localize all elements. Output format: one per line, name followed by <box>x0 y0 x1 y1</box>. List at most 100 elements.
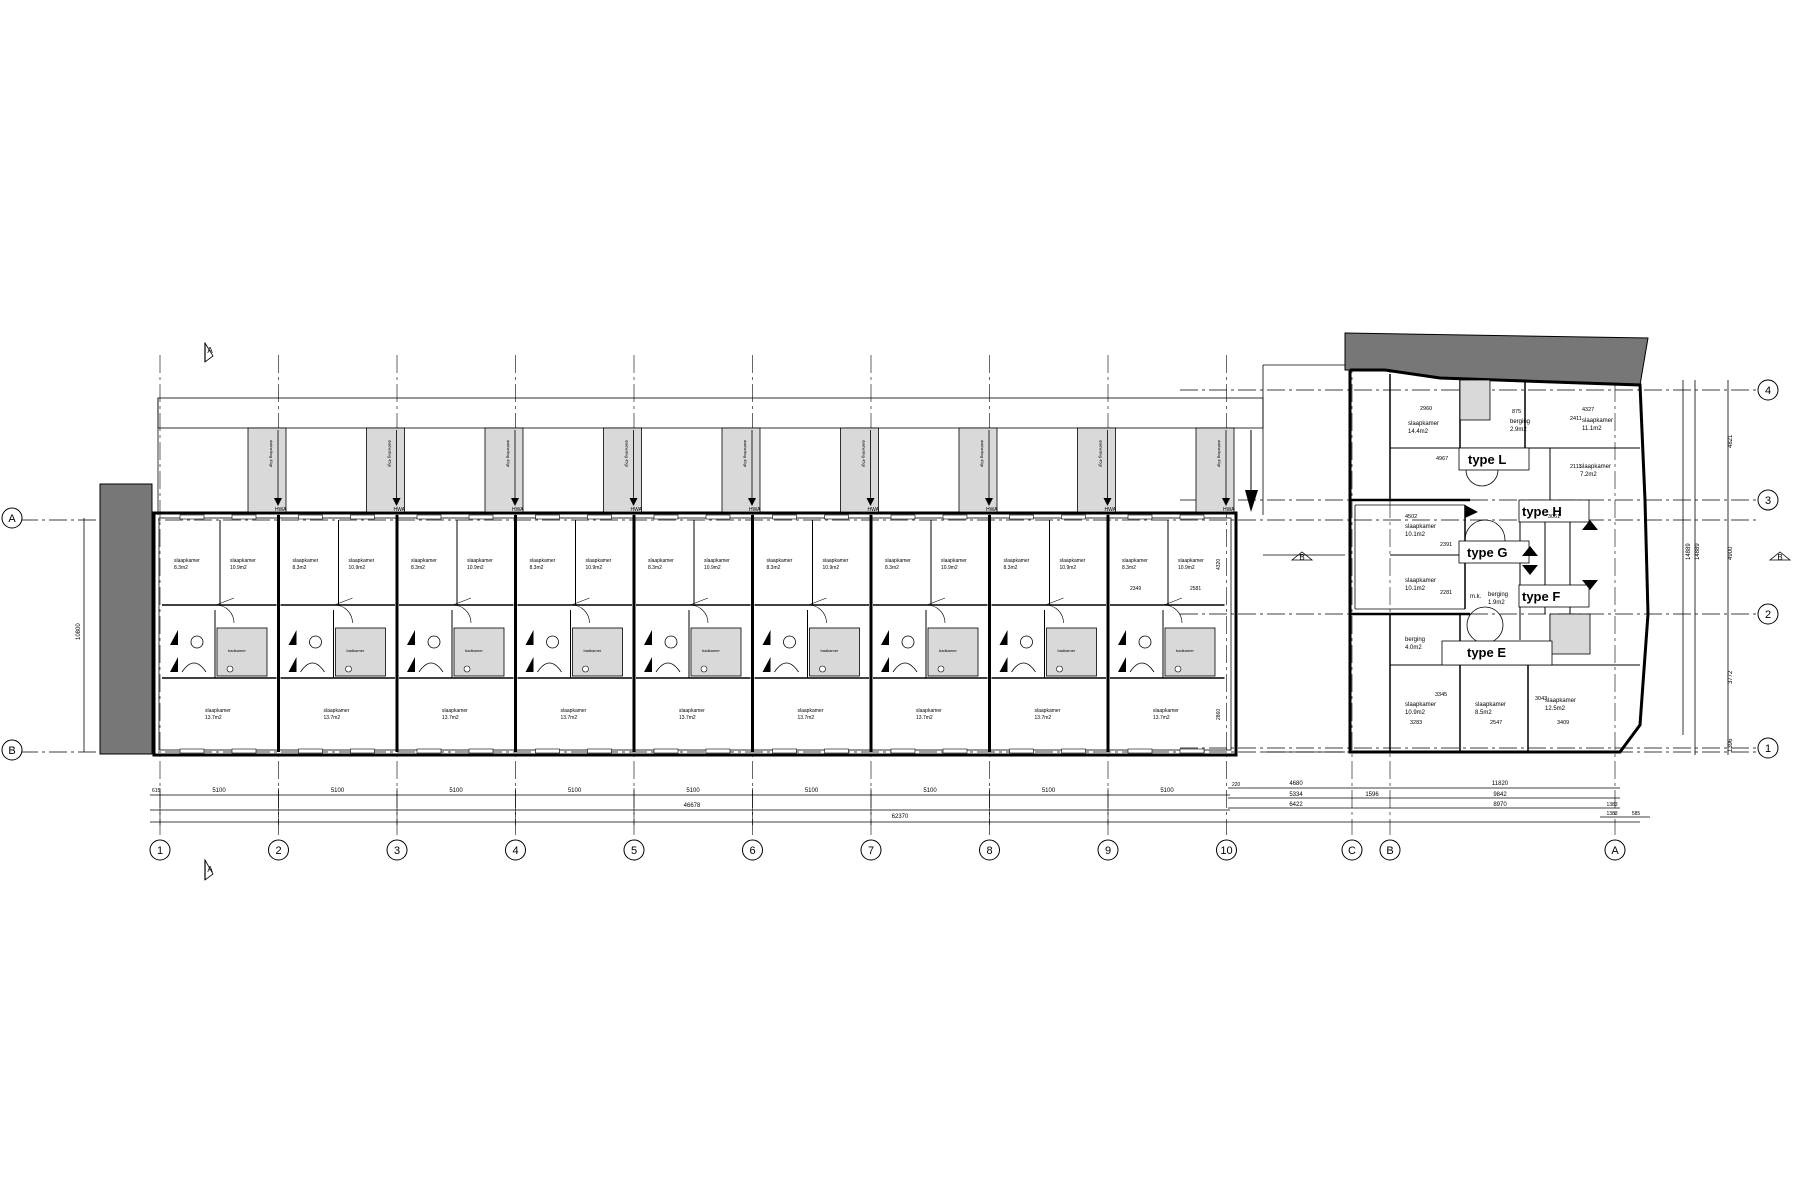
bay-dim-text: 5100 <box>568 788 582 794</box>
section-mark-b-right: B <box>1768 551 1792 562</box>
roof-eave-band <box>157 397 1264 429</box>
row-bubble-b: B <box>1 739 23 761</box>
type-f-label: type F <box>1522 589 1560 604</box>
dim-text: 14889 <box>1686 543 1692 560</box>
room-label: slaapkamer <box>1405 578 1436 584</box>
roof-note: dakhelling 45gr <box>980 440 985 468</box>
dim-text: 2860 <box>1216 709 1222 720</box>
room-label: slaapkamer <box>648 558 674 564</box>
room-area: 13.7m2 <box>1035 715 1052 721</box>
room-area: 13.7m2 <box>442 715 459 721</box>
dim-text: 3043 <box>1535 696 1547 702</box>
column-bubble: 9 <box>1097 839 1119 861</box>
bay-dim-text: 5100 <box>1042 788 1056 794</box>
dim-text: 1596 <box>1365 792 1379 798</box>
dim-text: 46678 <box>684 803 701 809</box>
dim-text: 2960 <box>1420 406 1432 412</box>
row-label-4: 4 <box>1765 385 1771 397</box>
dim-text: 6422 <box>1289 802 1303 808</box>
column-bubble: 8 <box>979 839 1000 861</box>
stair-arrow-down-icon <box>1522 565 1538 575</box>
room-area: 13.7m2 <box>798 715 815 721</box>
room-label: berging <box>1405 637 1425 643</box>
bathroom-label: badkamer <box>347 648 365 653</box>
room-label: slaapkamer <box>411 558 437 564</box>
roof-note: dakhelling 45gr <box>743 440 748 468</box>
room-area: 13.7m2 <box>1153 715 1170 721</box>
room-area: 10.9m2 <box>941 565 958 571</box>
room-label: slaapkamer <box>230 558 256 564</box>
dim-text: 4502 <box>1405 514 1417 520</box>
column-label: B <box>1386 845 1393 857</box>
room-label: slaapkamer <box>293 558 319 564</box>
dim-text: 585 <box>1632 811 1641 817</box>
roof-note: dakhelling 45gr <box>506 440 511 468</box>
room-area: 8.3m2 <box>1004 565 1018 571</box>
column-bubble: B <box>1379 839 1401 861</box>
section-label-bottom: A <box>207 865 213 874</box>
room-label: slaapkamer <box>1580 464 1611 470</box>
terrace-unit: dakhelling 45grHWAbadkamerslaapkamer8.3m… <box>277 427 406 754</box>
spiral-stair-e <box>1466 606 1504 644</box>
room-area: 10.9m2 <box>1178 565 1195 571</box>
room-label: berging <box>1488 592 1508 598</box>
dim-text: 9842 <box>1493 792 1507 798</box>
bathroom-tiles <box>572 627 623 677</box>
bathroom-label: badkamer <box>1058 648 1076 653</box>
column-label: 5 <box>631 845 637 857</box>
bathroom-tiles <box>1164 627 1216 677</box>
room-area: 14.4m2 <box>1408 429 1429 435</box>
room-label: slaapkamer <box>1035 708 1061 714</box>
bay-dim-text: 5100 <box>212 788 226 794</box>
column-label: 10 <box>1220 845 1232 857</box>
dim-text: 4680 <box>1289 781 1303 787</box>
stair <box>644 630 681 673</box>
bay-dim-text: 5100 <box>805 788 819 794</box>
room-label: slaapkamer <box>442 708 468 714</box>
bathroom-tiles <box>453 627 505 677</box>
dim-text: 220 <box>1232 782 1241 788</box>
dim-text: 4821 <box>1728 434 1734 448</box>
room-area: 10.9m2 <box>1405 710 1426 716</box>
column-label: 6 <box>749 845 755 857</box>
bay-dim-text: 5100 <box>686 788 700 794</box>
row-label-a: A <box>8 513 16 525</box>
bay-dim-text: 5100 <box>1160 788 1174 794</box>
stair <box>999 630 1036 673</box>
column-label: 3 <box>394 845 400 857</box>
bathroom-label: badkamer <box>465 648 483 653</box>
terrace-block <box>152 364 1345 757</box>
dim-text: 3345 <box>1435 692 1447 698</box>
bath-tiles-l <box>1459 379 1491 421</box>
roof-note: dakhelling 45gr <box>1217 440 1222 468</box>
roof-note: dakhelling 45gr <box>269 440 274 468</box>
room-label: slaapkamer <box>1153 708 1179 714</box>
dim-text: 62370 <box>892 814 909 820</box>
hwa-label: HWA <box>1105 507 1117 513</box>
hwa-label: HWA <box>986 507 998 513</box>
dim-text: 8970 <box>1493 802 1507 808</box>
room-label: slaapkamer <box>205 708 231 714</box>
section-mark-b-left: B <box>1290 551 1314 562</box>
dim-text: 875 <box>1512 409 1521 415</box>
room-area: 8.3m2 <box>648 565 662 571</box>
bathroom-tiles <box>216 627 268 677</box>
column-label: A <box>1611 845 1619 857</box>
bathroom-tiles <box>809 627 860 677</box>
stair <box>1118 630 1155 673</box>
type-h-label: type H <box>1522 504 1562 519</box>
stair <box>288 630 325 673</box>
dim-text: 4327 <box>1582 407 1594 413</box>
room-label: slaapkamer <box>1178 558 1204 564</box>
stair-arrow-down-icon-2 <box>1582 580 1598 590</box>
room-label: slaapkamer <box>823 558 849 564</box>
apartment-block: type L type H type G type F type E slaap… <box>1348 368 1734 755</box>
type-g-label: type G <box>1467 545 1507 560</box>
terrace-unit: dakhelling 45grHWAbadkamerslaapkamer8.3m… <box>514 427 643 754</box>
dim-text: 3283 <box>1410 720 1422 726</box>
row-bubble-3: 3 <box>1757 489 1779 511</box>
room-label: slaapkamer <box>530 558 556 564</box>
bay-dim-text: 5100 <box>449 788 463 794</box>
terrace-unit: dakhelling 45grHWAbadkamerslaapkamer8.3m… <box>395 427 524 754</box>
